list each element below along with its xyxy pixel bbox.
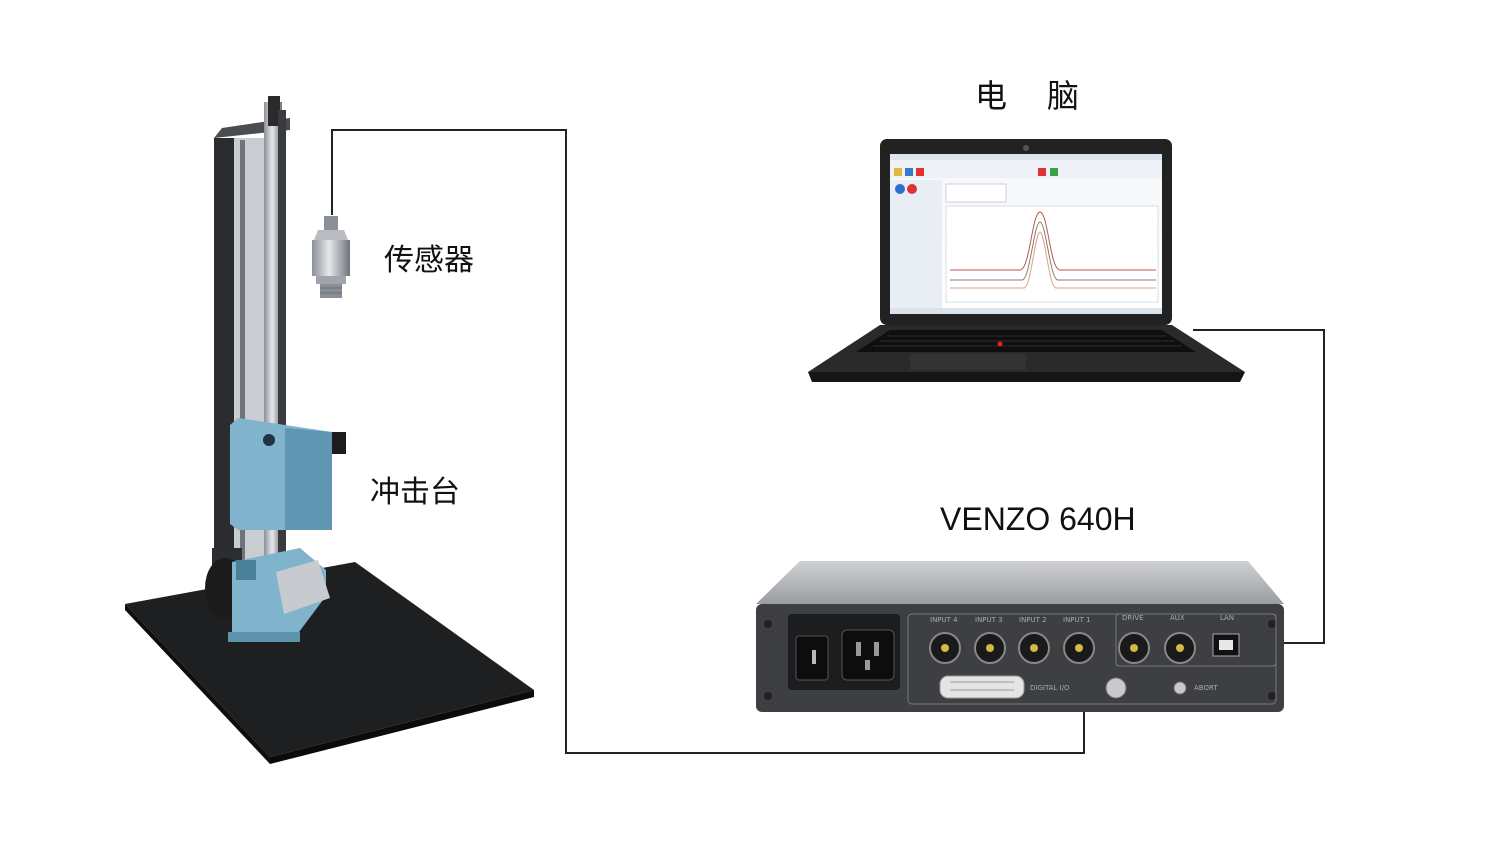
bnc-input2 [1019,633,1049,663]
panel-label-input1: INPUT 1 [1063,616,1091,624]
sensor-image [312,216,350,298]
panel-label-input3: INPUT 3 [975,616,1003,624]
bnc-input4 [930,633,960,663]
panel-label-input2: INPUT 2 [1019,616,1047,624]
ground-terminal [1106,678,1126,698]
panel-label-input4: INPUT 4 [930,616,958,624]
bnc-drive [1119,633,1149,663]
label-impact-table: 冲击台 [370,478,460,508]
base-plate [125,562,534,757]
panel-label-aux: AUX [1170,614,1185,622]
abort-connector [1174,682,1186,694]
impact-table-image [125,96,534,764]
bnc-input1 [1064,633,1094,663]
label-sensor: 传感器 [384,246,474,276]
label-computer: 电 脑 [975,80,1083,112]
digital-io-port [940,676,1024,698]
ac-inlet [842,630,894,680]
laptop-image [808,139,1245,382]
panel-label-drive: DRIVE [1122,614,1144,622]
sensor-body [312,240,350,276]
laptop-touchpad [910,354,1026,370]
label-device: VENZO 640H [940,503,1136,535]
panel-label-digital-io: DIGITAL I/O [1030,684,1070,692]
bnc-input3 [975,633,1005,663]
bnc-aux [1165,633,1195,663]
venzo-device-image: INPUT 4 INPUT 3 INPUT 2 INPUT 1 DRIVE AU… [756,561,1284,712]
panel-label-abort: ABORT [1194,684,1218,692]
panel-label-lan: LAN [1220,614,1234,622]
device-top [756,561,1284,604]
